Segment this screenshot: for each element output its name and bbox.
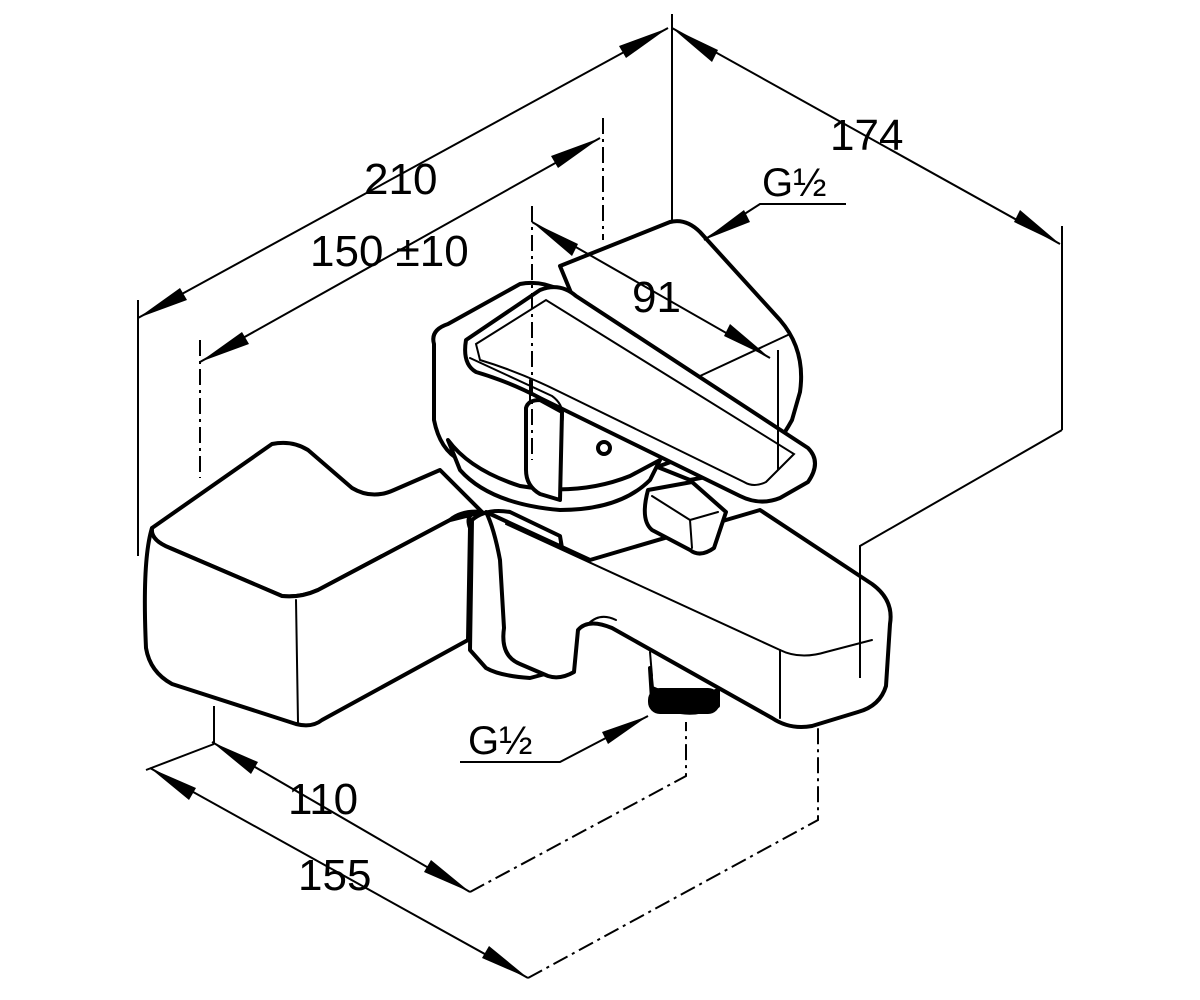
dim-label-174: 174 — [830, 111, 903, 160]
leader-g-top — [703, 203, 846, 241]
dim-line-150 — [199, 137, 601, 363]
arrowhead — [532, 222, 578, 256]
dimension-lines — [137, 14, 1063, 979]
dim-line-155 — [149, 767, 529, 979]
dim-label-155: 155 — [298, 851, 371, 900]
spout — [484, 508, 893, 729]
arrowhead — [672, 28, 718, 62]
arrowhead — [1014, 210, 1060, 244]
arrowhead — [619, 28, 668, 58]
diverter-knob-edge — [689, 519, 693, 549]
dim-label-110: 110 — [288, 775, 358, 824]
extension-line — [859, 429, 1063, 678]
arrowhead — [602, 716, 648, 744]
arrowhead — [200, 332, 249, 362]
valve-cap-edge — [699, 333, 791, 377]
dim-line-210 — [137, 27, 669, 319]
arrowhead — [551, 138, 600, 168]
bottom-outlet — [648, 651, 720, 715]
lever-handle — [431, 280, 817, 512]
dim-label-210: 210 — [364, 155, 437, 204]
dim-line-174 — [671, 27, 1061, 245]
center-line — [527, 726, 819, 979]
extension-line — [145, 743, 215, 771]
wall-block-edge — [295, 599, 299, 723]
thread-label-bottom: G½ — [468, 719, 532, 763]
arrowhead — [724, 324, 770, 358]
arrowhead — [704, 210, 750, 240]
arrowhead — [138, 288, 187, 318]
thread-label-top: G½ — [762, 161, 826, 205]
spout-front-edge — [587, 615, 617, 625]
arrowhead — [212, 742, 258, 774]
center-line — [469, 722, 687, 893]
faucet-body — [142, 219, 893, 729]
arrowhead — [424, 860, 470, 892]
dim-label-150: 150 ±10 — [310, 227, 469, 276]
dim-label-91: 91 — [632, 273, 681, 322]
arrowhead — [482, 946, 528, 978]
wall-block-front-face — [142, 510, 484, 728]
arrowhead — [150, 768, 196, 800]
